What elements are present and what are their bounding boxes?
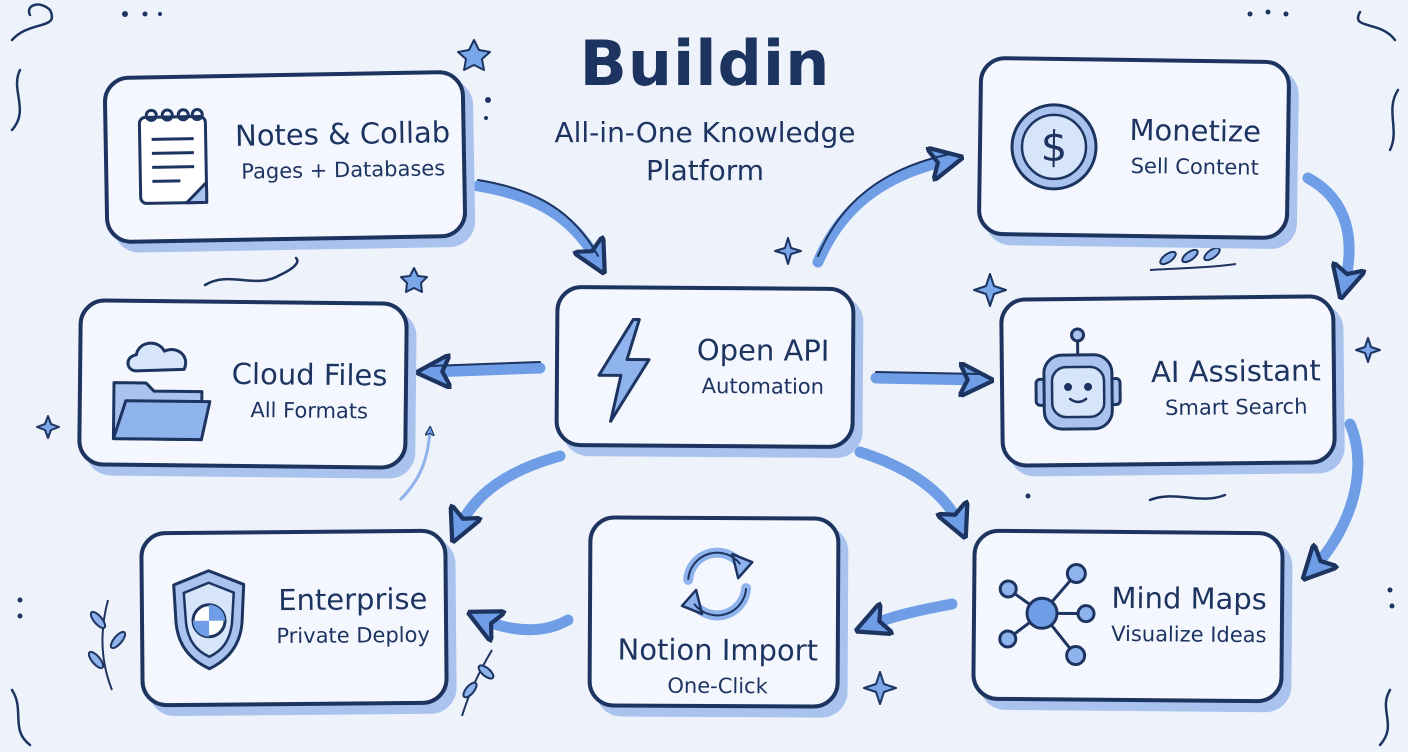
- node-mind-subtitle: Visualize Ideas: [1111, 621, 1267, 648]
- edge-monetize-ai: [1302, 172, 1349, 286]
- node-notes-subtitle: Pages + Databases: [241, 156, 446, 184]
- node-cloud-title: Cloud Files: [231, 356, 388, 393]
- stars: [36, 39, 1381, 705]
- node-api-title: Open API: [696, 332, 830, 368]
- node-cloud[interactable]: Cloud Files All Formats: [77, 298, 409, 470]
- edge-api-monetize: [812, 160, 950, 268]
- node-cloud-text: Cloud Files All Formats: [222, 356, 398, 426]
- mind-map-icon: [998, 563, 1096, 667]
- sync-icon: [680, 547, 754, 621]
- node-ai-title: AI Assistant: [1150, 353, 1321, 390]
- node-mind[interactable]: Mind Maps Visualize Ideas: [971, 528, 1285, 704]
- svg-text:$: $: [1040, 122, 1067, 171]
- node-enterprise[interactable]: Enterprise Private Deploy: [139, 528, 449, 708]
- node-notes-text: Notes & Collab Pages + Databases: [231, 114, 454, 186]
- node-mind-text: Mind Maps Visualize Ideas: [1100, 580, 1279, 650]
- edge-notes-api: [472, 180, 598, 262]
- page-subtitle-line1: All-in-One Knowledge: [554, 116, 856, 149]
- robot-icon: [1034, 327, 1122, 431]
- node-cloud-subtitle: All Formats: [250, 398, 369, 424]
- node-enterprise-text: Enterprise Private Deploy: [264, 581, 443, 651]
- notepad-icon: [137, 108, 209, 205]
- node-ai-text: AI Assistant Smart Search: [1144, 352, 1329, 422]
- node-notion-subtitle: One-Click: [667, 673, 768, 699]
- node-notion[interactable]: Notion Import One-Click: [587, 515, 841, 709]
- node-notes-title: Notes & Collab: [234, 115, 451, 153]
- edge-mind-notion: [868, 598, 958, 626]
- edge-ai-mind: [1312, 418, 1364, 570]
- node-ai-subtitle: Smart Search: [1164, 394, 1308, 421]
- dollar-coin-icon: $: [1010, 103, 1098, 191]
- accent-arrow: [398, 430, 430, 502]
- node-monetize-title: Monetize: [1129, 112, 1262, 149]
- node-api[interactable]: Open API Automation: [554, 284, 856, 450]
- node-ai[interactable]: AI Assistant Smart Search: [999, 294, 1337, 468]
- node-enterprise-title: Enterprise: [278, 581, 428, 618]
- node-api-text: Open API Automation: [677, 332, 849, 401]
- page-title: Buildin: [579, 27, 831, 100]
- header: Buildin All-in-One Knowledge Platform: [520, 28, 890, 190]
- shield-icon: [172, 569, 246, 671]
- edge-api-enterprise: [458, 450, 566, 530]
- corner-swirls: [10, 3, 1400, 747]
- edge-api-mind: [854, 446, 960, 526]
- lightning-icon: [597, 317, 651, 423]
- node-monetize-subtitle: Sell Content: [1130, 153, 1259, 180]
- page-subtitle-line2: Platform: [645, 154, 765, 187]
- node-notion-title: Notion Import: [617, 632, 819, 668]
- edge-outlines: [429, 153, 981, 375]
- cloud-folder-icon: [111, 341, 212, 442]
- node-mind-title: Mind Maps: [1111, 580, 1268, 617]
- edges: [430, 160, 1358, 630]
- node-notes[interactable]: Notes & Collab Pages + Databases: [102, 69, 468, 245]
- node-api-subtitle: Automation: [701, 373, 825, 399]
- node-enterprise-subtitle: Private Deploy: [276, 622, 430, 649]
- leaves: [87, 246, 1237, 717]
- edge-api-cloud: [430, 368, 546, 372]
- node-monetize-text: Monetize Sell Content: [1110, 112, 1281, 182]
- edge-notion-enterprise: [480, 618, 574, 630]
- edge-api-ai: [870, 378, 980, 380]
- node-notion-text: Notion Import One-Click: [592, 631, 844, 700]
- node-monetize[interactable]: $ Monetize Sell Content: [976, 55, 1292, 241]
